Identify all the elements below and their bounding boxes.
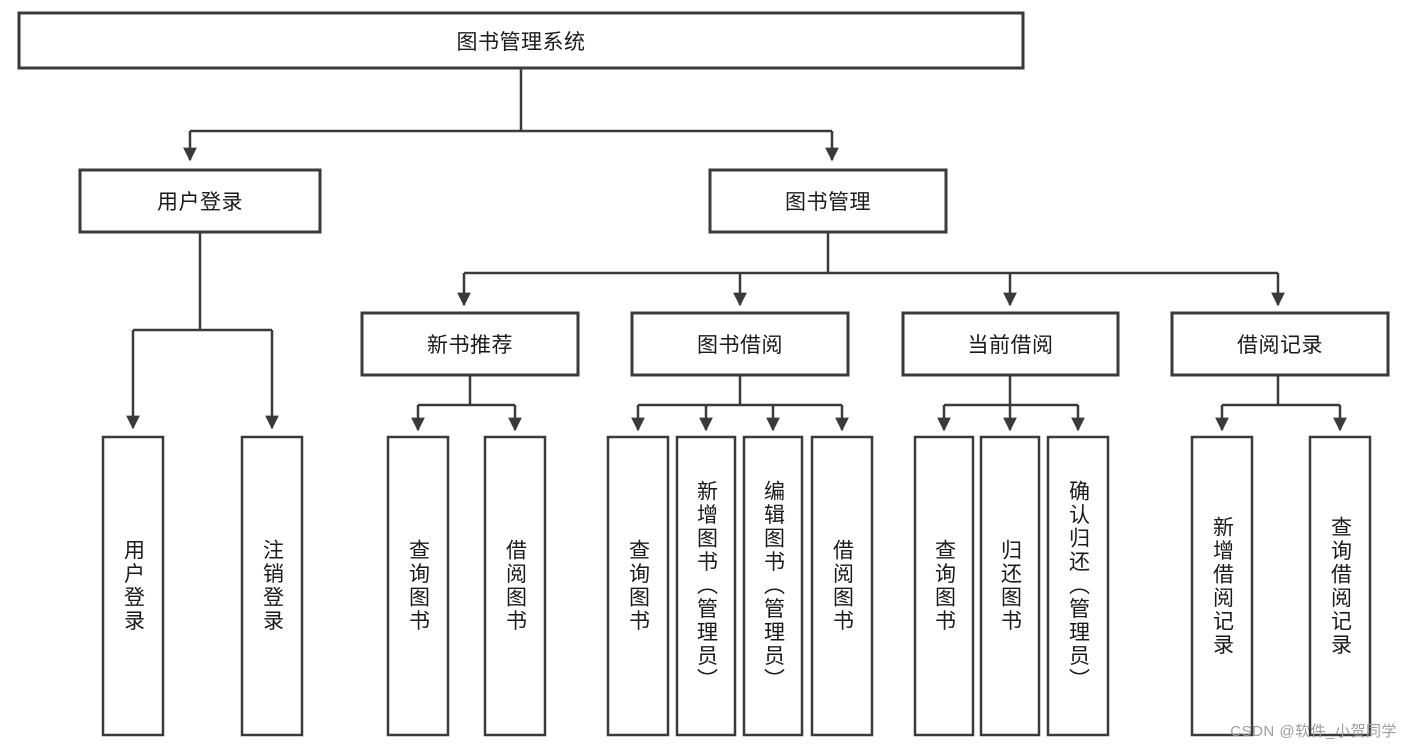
leaf-box-current-borrow-1[interactable] [979,435,1041,737]
leaf-box-book-borrow-2[interactable] [742,435,804,737]
connector-current-borrow-to-leaves [937,375,1085,432]
leaf-box-book-borrow-3[interactable] [810,435,874,737]
leaf-box-borrow-record-1[interactable] [1308,435,1372,737]
connector-book-manage-to-level3 [457,232,1285,307]
leaf-box-borrow-record-0[interactable] [1190,435,1254,737]
connector-new-book-to-leaves [411,375,522,432]
node-box-current-borrow[interactable] [901,311,1120,377]
connector-user-login-to-leaves [126,232,279,430]
leaf-box-new-book-0[interactable] [386,435,450,737]
leaf-box-user-login-1[interactable] [240,435,304,737]
node-box-new-book-recommend[interactable] [360,311,580,377]
node-box-root[interactable] [17,11,1025,70]
leaf-box-new-book-1[interactable] [483,435,547,737]
leaf-box-book-borrow-1[interactable] [675,435,737,737]
node-box-book-borrow[interactable] [630,311,850,377]
watermark-text: CSDN @软件_小贺同学 [1230,723,1397,740]
connector-root-to-level2 [183,68,839,162]
leaf-box-book-borrow-0[interactable] [606,435,670,737]
leaf-box-current-borrow-2[interactable] [1046,435,1110,737]
connector-book-borrow-to-leaves [631,375,849,432]
node-box-book-manage[interactable] [708,168,948,234]
node-box-borrow-record[interactable] [1170,311,1390,377]
leaf-box-user-login-0[interactable] [101,435,165,737]
node-box-user-login[interactable] [78,168,322,234]
connector-borrow-record-to-leaves [1215,375,1347,432]
leaf-box-current-borrow-0[interactable] [913,435,975,737]
